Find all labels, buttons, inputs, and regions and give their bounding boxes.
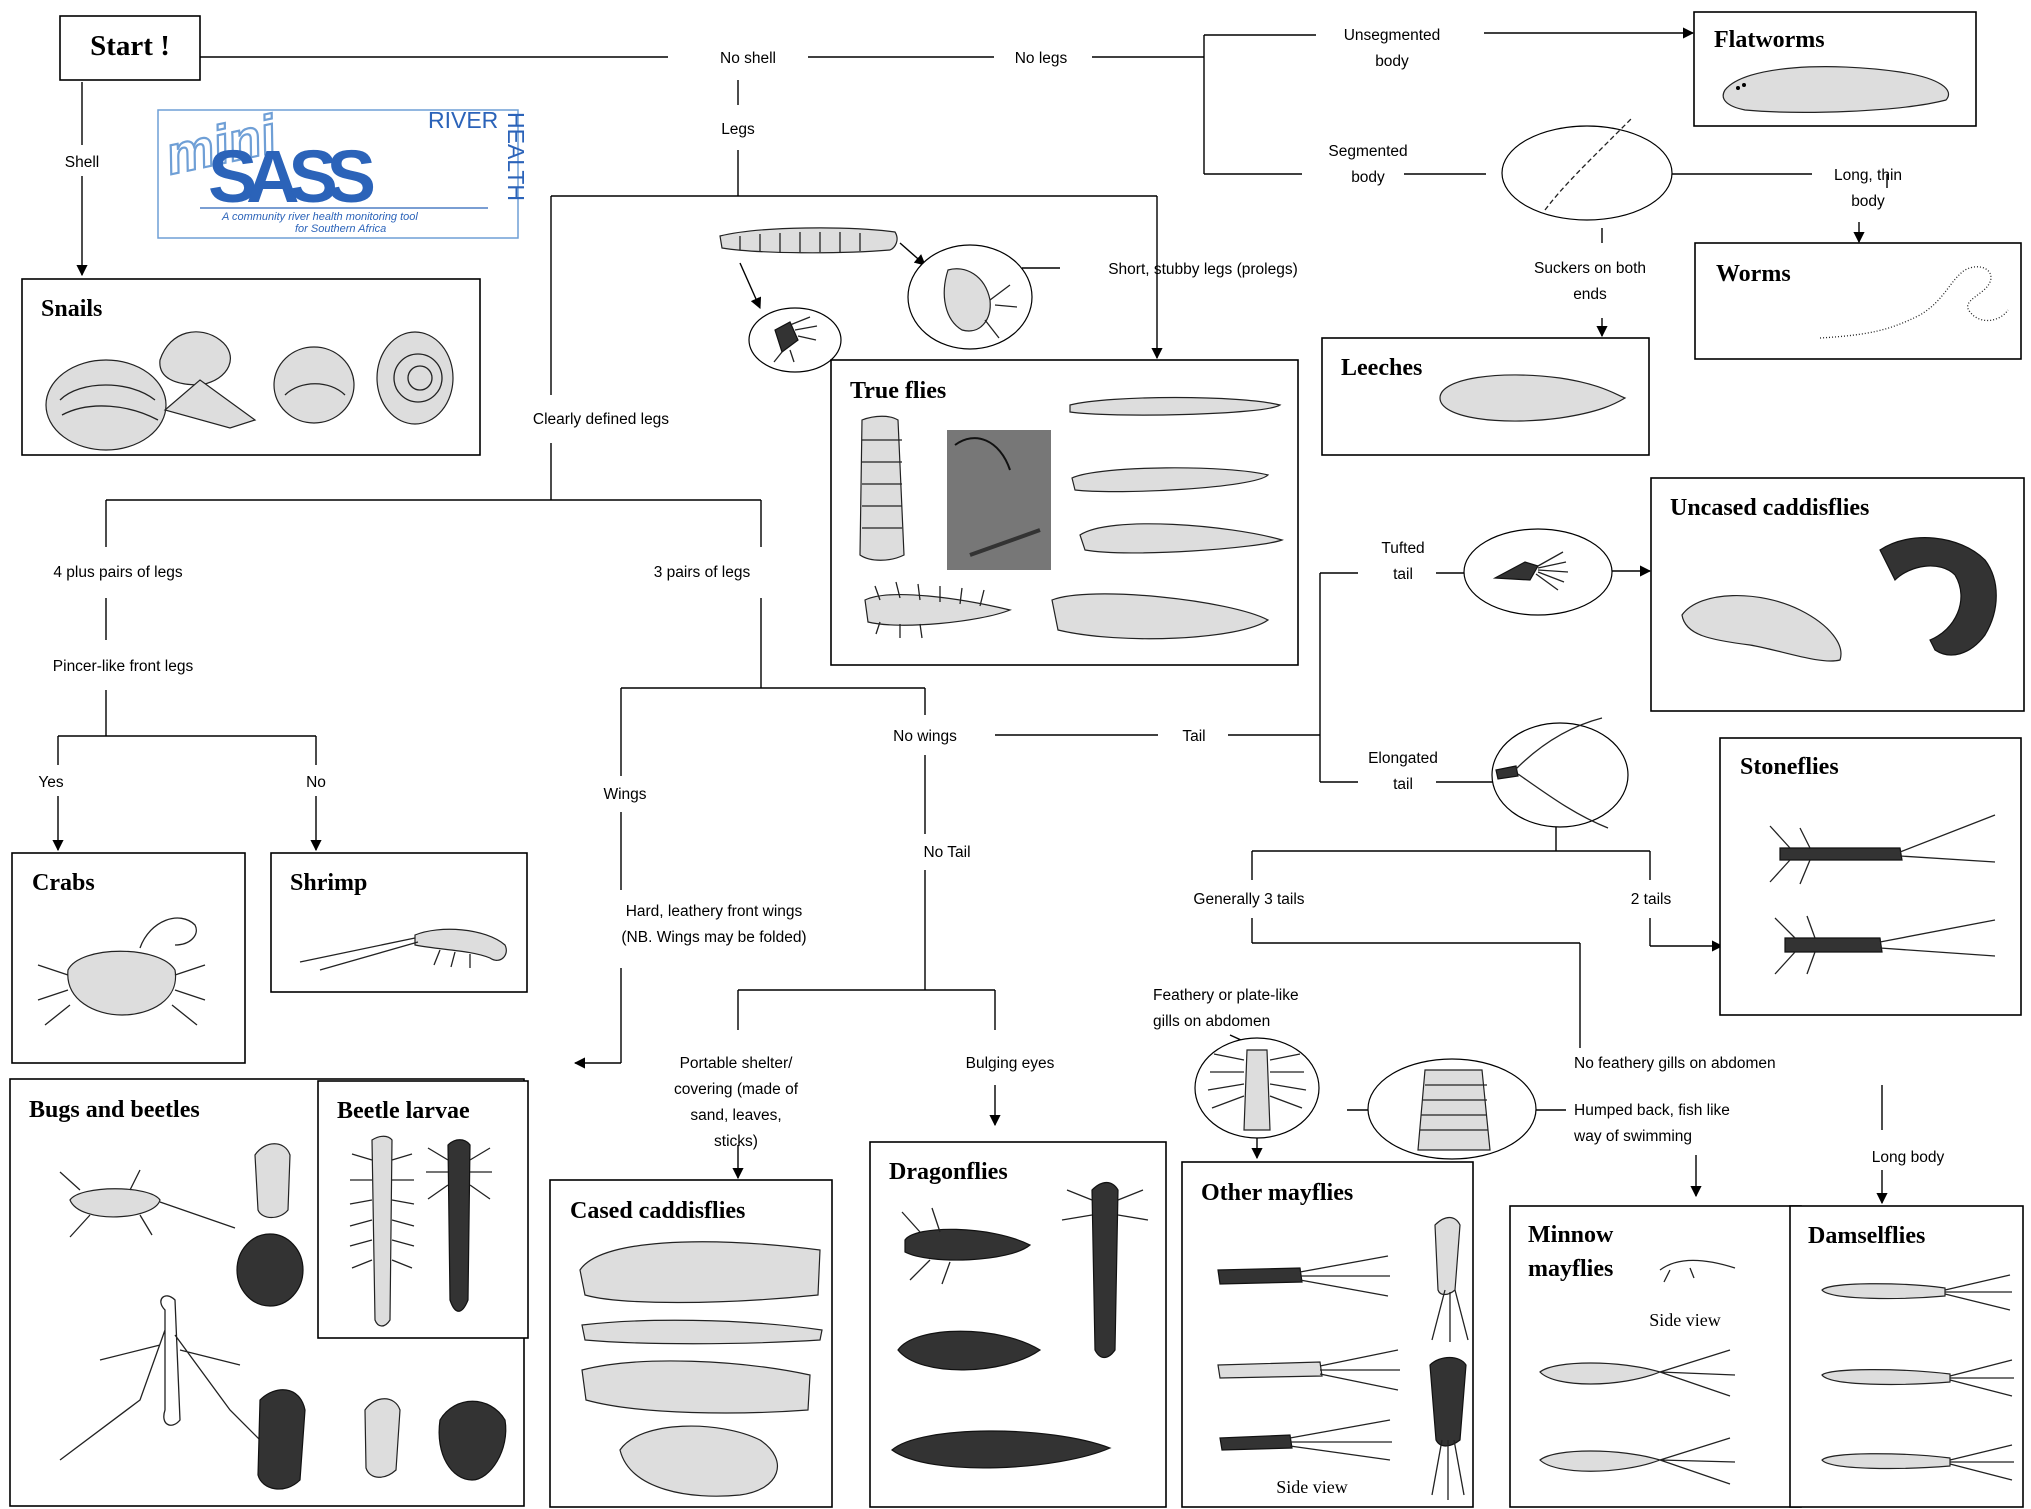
label-tufted-tail-1: Tufted <box>1381 540 1424 557</box>
group-shrimp: Shrimp <box>271 853 527 992</box>
group-flatworms: Flatworms <box>1694 12 1976 126</box>
group-uncased-caddisflies: Uncased caddisflies <box>1651 478 2024 711</box>
group-title-bugs-and-beetles: Bugs and beetles <box>29 1097 200 1123</box>
group-crabs: Crabs <box>12 853 245 1063</box>
label-portable-shelter-2: covering (made of <box>674 1081 799 1098</box>
label-clearly-defined-legs: Clearly defined legs <box>533 411 669 428</box>
group-title-flatworms: Flatworms <box>1714 27 1825 53</box>
feathery-gills-oval <box>1195 1038 1319 1138</box>
group-title-worms: Worms <box>1716 261 1791 287</box>
group-damselflies: Damselflies <box>1790 1206 2023 1507</box>
logo-sass: SASS <box>208 135 376 218</box>
label-three-pairs: 3 pairs of legs <box>654 564 751 581</box>
group-title-crabs: Crabs <box>32 870 95 896</box>
group-title-snails: Snails <box>41 296 102 322</box>
group-title-stoneflies: Stoneflies <box>1740 754 1839 780</box>
group-title-uncased-caddisflies: Uncased caddisflies <box>1670 495 1869 521</box>
logo-health: HEALTH <box>503 112 529 201</box>
label-no-shell: No shell <box>720 50 776 67</box>
group-title-minnow-mayflies-1: Minnow <box>1528 1222 1614 1248</box>
group-title-dragonflies: Dragonflies <box>889 1159 1008 1185</box>
side-view-label-minnow-mayflies: Side view <box>1649 1310 1721 1330</box>
label-four-plus-pairs: 4 plus pairs of legs <box>53 564 182 581</box>
segmented-worm-oval <box>1502 118 1672 220</box>
label-humped-back-2: way of swimming <box>1573 1128 1692 1145</box>
label-hard-wings-1: Hard, leathery front wings <box>626 903 803 920</box>
label-long-thin-body-1: Long, thin <box>1834 167 1902 184</box>
label-no-wings: No wings <box>893 728 957 745</box>
label-no-tail: No Tail <box>923 844 970 861</box>
label-portable-shelter-1: Portable shelter/ <box>680 1055 794 1072</box>
label-feathery-gills-1: Feathery or plate-like <box>1153 987 1299 1004</box>
group-snails: Snails <box>22 279 480 455</box>
label-no: No <box>306 774 326 791</box>
elongated-tail-oval <box>1492 718 1628 828</box>
prolegs-oval-small <box>749 308 841 372</box>
label-suckers-2: ends <box>1573 286 1607 303</box>
group-leeches: Leeches <box>1322 338 1649 455</box>
label-unsegmented-body-2: body <box>1375 53 1409 70</box>
group-beetle-larvae: Beetle larvae <box>318 1081 528 1338</box>
label-tufted-tail-2: tail <box>1393 566 1413 583</box>
group-title-other-mayflies: Other mayflies <box>1201 1180 1353 1206</box>
label-shell: Shell <box>65 154 99 171</box>
label-segmented-body-1: Segmented <box>1328 143 1407 160</box>
label-no-feathery-gills: No feathery gills on abdomen <box>1574 1055 1776 1072</box>
start-node: Start ! <box>60 16 200 80</box>
label-prolegs: Short, stubby legs (prolegs) <box>1108 261 1298 278</box>
group-title-true-flies: True flies <box>850 378 946 404</box>
label-elongated-tail-1: Elongated <box>1368 750 1438 767</box>
label-two-tails: 2 tails <box>1631 891 1672 908</box>
logo-tagline-1: A community river health monitoring tool <box>221 211 418 223</box>
side-view-label-other-mayflies: Side view <box>1276 1477 1348 1497</box>
label-segmented-body-2: body <box>1351 169 1385 186</box>
prolegs-larva-drawing <box>720 228 897 253</box>
label-humped-back-1: Humped back, fish like <box>1574 1102 1730 1119</box>
group-title-minnow-mayflies-2: mayflies <box>1528 1256 1613 1282</box>
prolegs-oval-large <box>908 245 1032 349</box>
label-portable-shelter-3: sand, leaves, <box>690 1107 781 1124</box>
label-portable-shelter-4: sticks) <box>714 1133 758 1150</box>
label-bulging-eyes: Bulging eyes <box>966 1055 1055 1072</box>
group-minnow-mayflies: Minnow mayflies Side view <box>1510 1206 1801 1507</box>
label-tail: Tail <box>1182 728 1205 745</box>
label-unsegmented-body-1: Unsegmented <box>1344 27 1441 44</box>
label-no-legs: No legs <box>1015 50 1068 67</box>
group-worms: Worms <box>1695 243 2021 359</box>
start-label: Start ! <box>90 30 170 62</box>
label-elongated-tail-2: tail <box>1393 776 1413 793</box>
group-title-cased-caddisflies: Cased caddisflies <box>570 1198 745 1224</box>
label-legs: Legs <box>721 121 755 138</box>
logo-tagline-2: for Southern Africa <box>295 223 386 235</box>
group-stoneflies: Stoneflies <box>1720 738 2021 1015</box>
group-title-damselflies: Damselflies <box>1808 1223 1925 1249</box>
tufted-tail-oval <box>1464 529 1612 615</box>
plate-gills-oval <box>1368 1059 1536 1159</box>
label-yes: Yes <box>38 774 64 791</box>
group-title-leeches: Leeches <box>1341 355 1422 381</box>
label-suckers-1: Suckers on both <box>1534 260 1646 277</box>
label-pincer-front-legs: Pincer-like front legs <box>53 658 194 675</box>
group-true-flies: True flies <box>831 360 1298 665</box>
label-long-thin-body-2: body <box>1851 193 1885 210</box>
label-wings: Wings <box>603 786 646 803</box>
group-cased-caddisflies: Cased caddisflies <box>550 1180 832 1507</box>
label-generally-3-tails: Generally 3 tails <box>1193 891 1304 908</box>
group-other-mayflies: Other mayflies Side view <box>1182 1162 1473 1507</box>
label-long-body: Long body <box>1872 1149 1945 1166</box>
group-title-beetle-larvae: Beetle larvae <box>337 1098 470 1124</box>
group-dragonflies: Dragonflies <box>870 1142 1166 1507</box>
group-title-shrimp: Shrimp <box>290 870 367 896</box>
label-hard-wings-2: (NB. Wings may be folded) <box>621 929 806 946</box>
minisass-logo: mini SASS RIVER HEALTH A community river… <box>158 104 529 238</box>
label-feathery-gills-2: gills on abdomen <box>1153 1013 1270 1030</box>
logo-river: RIVER <box>428 107 498 133</box>
